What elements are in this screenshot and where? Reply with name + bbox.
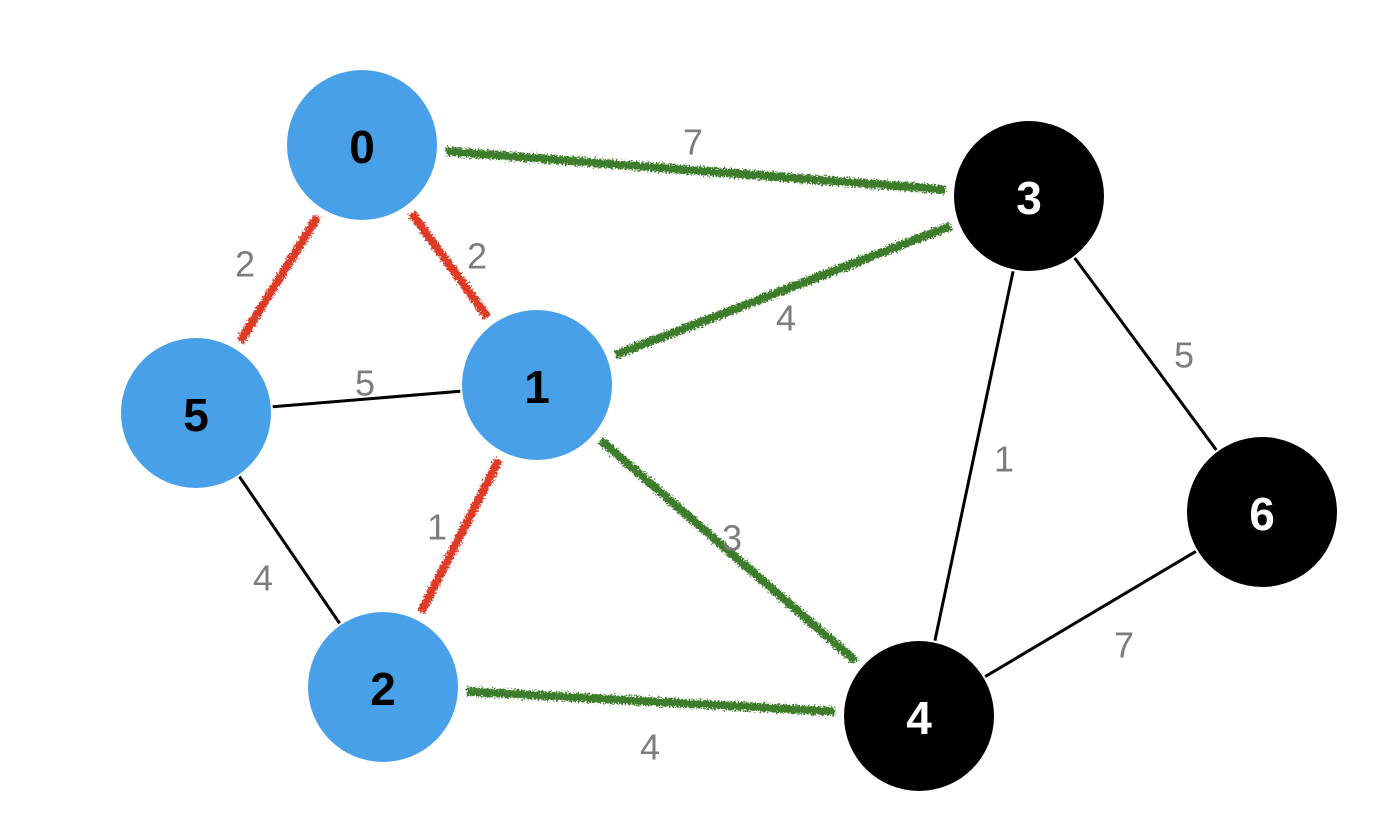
edge-5-2-weight: 4 [253,558,273,599]
edge-weights-layer: 2 2 1 7 4 3 4 5 4 1 5 7 [235,122,1194,768]
edge-5-1-weight: 5 [355,363,375,404]
node-0-circle [287,70,437,220]
edge-0-1 [408,210,491,320]
edge-5-2 [238,475,341,625]
graph-node-0: 0 [287,70,437,220]
edge-1-4 [597,436,859,665]
edge-4-6 [984,550,1197,678]
node-3-circle [954,121,1104,271]
node-2-label: 2 [370,663,396,715]
edge-3-6 [1073,257,1218,451]
edge-3-4-weight: 1 [994,439,1014,480]
edge-3-4 [933,270,1015,642]
edge-1-2-weight: 1 [427,507,447,548]
edge-1-2 [417,457,503,615]
graph-node-4: 4 [844,641,994,791]
graph-node-1: 1 [462,310,612,460]
edge-3-6-weight: 5 [1174,335,1194,376]
node-1-label: 1 [524,361,550,413]
node-0-label: 0 [349,121,375,173]
nodes-layer: 0 1 2 3 4 5 6 [121,70,1337,791]
edge-1-4-weight: 3 [722,518,742,559]
edge-1-3-weight: 4 [776,298,796,339]
edge-4-6-weight: 7 [1114,625,1134,666]
edge-0-3 [445,147,946,194]
graph-node-3: 3 [954,121,1104,271]
graph-node-6: 6 [1187,437,1337,587]
edge-1-3 [613,222,953,359]
edge-5-1 [272,389,461,409]
node-6-label: 6 [1249,488,1275,540]
node-4-circle [844,641,994,791]
graph-node-5: 5 [121,338,271,488]
node-5-circle [121,338,271,488]
edge-0-5 [236,214,322,344]
node-1-circle [462,310,612,460]
edges-layer [236,147,1218,716]
node-5-label: 5 [183,389,209,441]
edge-0-5-weight: 2 [235,244,255,285]
edge-2-4 [466,687,836,716]
node-2-circle [308,612,458,762]
node-4-label: 4 [906,692,932,744]
node-6-circle [1187,437,1337,587]
edge-2-4-weight: 4 [640,727,660,768]
edge-0-1-weight: 2 [467,236,487,277]
node-3-label: 3 [1016,172,1042,224]
edge-0-3-weight: 7 [683,122,703,163]
graph-node-2: 2 [308,612,458,762]
